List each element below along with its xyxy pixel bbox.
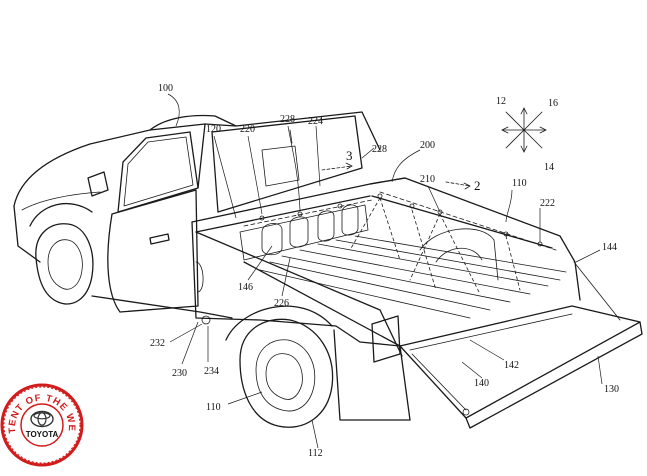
ref-146: 146 [238,282,253,293]
patent-of-the-week-seal: PATENT OF THE WEEK TOYOTA [0,383,84,467]
ref-230: 230 [172,368,187,379]
front-wheel [29,203,94,305]
ref-210: 210 [420,174,435,185]
leader-lines [167,93,603,449]
ref-110-b: 110 [206,402,221,413]
ref-100: 100 [158,83,173,94]
ref-140: 140 [474,378,489,389]
reference-numerals: 100 120 220 228 224 228 200 210 110 222 … [150,83,619,459]
truck-body [13,111,381,319]
ref-234: 234 [204,366,219,377]
axis-label-12: 12 [496,96,506,107]
ref-110-a: 110 [512,178,527,189]
ref-220: 220 [240,124,255,135]
ref-130: 130 [604,384,619,395]
axis-label-16: 16 [548,98,558,109]
axis-rose [501,107,547,153]
lighting-assembly [243,191,557,295]
ref-226: 226 [274,298,289,309]
ref-120: 120 [206,124,221,135]
axis-label-14: 14 [544,162,554,173]
fitting-icon [201,315,211,325]
ref-222: 222 [540,198,555,209]
ref-112: 112 [308,448,323,459]
ref-144: 144 [602,242,617,253]
ref-228-a: 228 [280,114,295,125]
ref-200: 200 [420,140,435,151]
direction-arrow-3 [321,165,353,171]
rear-wheel [225,305,334,428]
ref-224: 224 [308,116,323,127]
direction-arrow-2 [445,181,471,187]
toyota-logo-icon [30,410,54,428]
seal-brand: TOYOTA [26,430,59,439]
ref-232: 232 [150,338,165,349]
direction-label-3: 3 [346,148,353,163]
tailgate [399,261,643,429]
ref-142: 142 [504,360,519,371]
direction-label-2: 2 [474,178,481,193]
ref-228-b: 228 [372,144,387,155]
